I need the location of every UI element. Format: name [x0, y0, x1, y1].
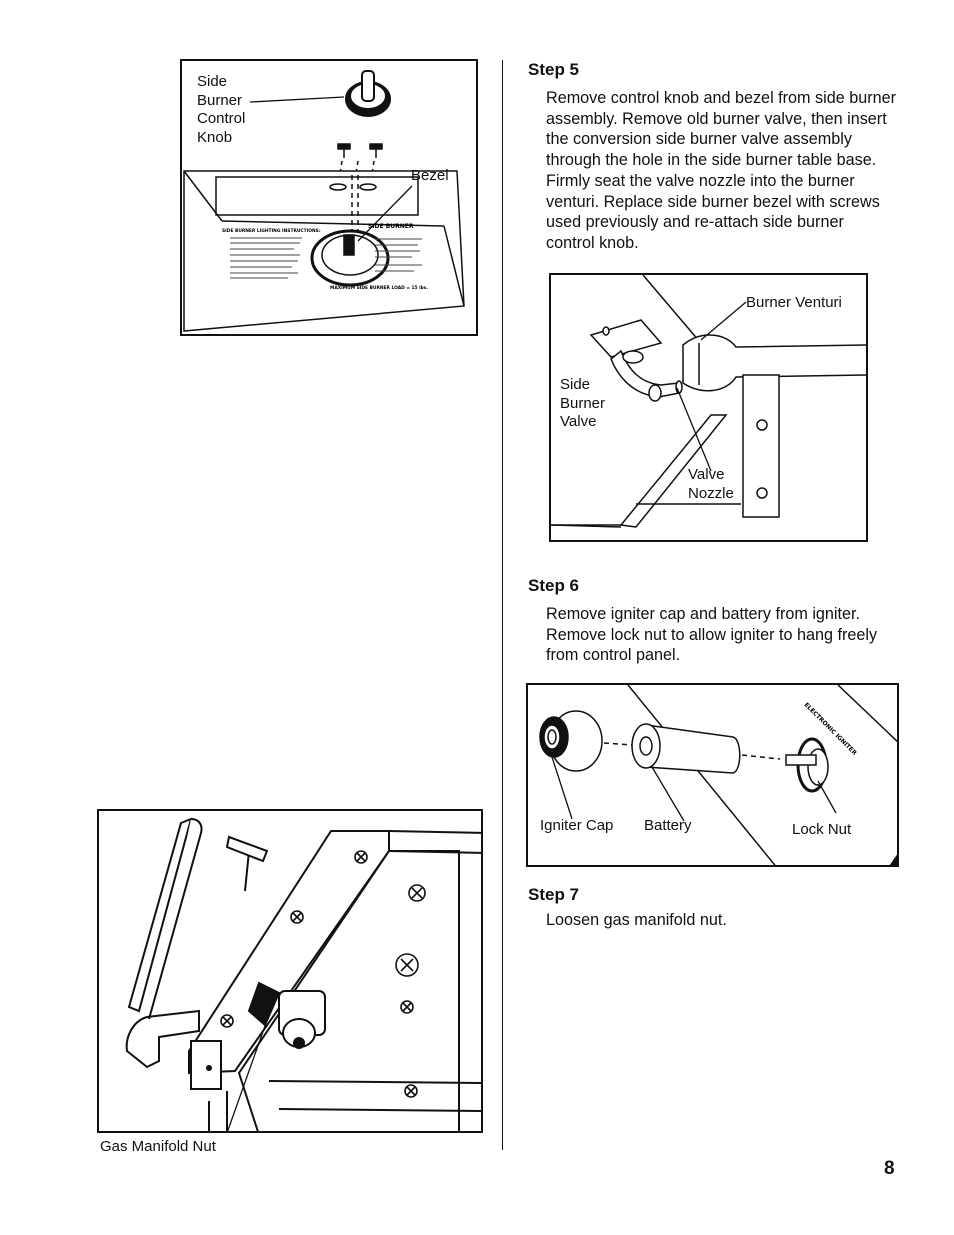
column-divider — [502, 60, 503, 1150]
step-6-title: Step 6 — [528, 576, 580, 595]
label-side-burner-control-knob: Side Burner Control Knob — [197, 73, 245, 147]
label-gas-manifold-nut: Gas Manifold Nut — [100, 1138, 216, 1155]
panel-side-burner-heading: SIDE BURNER — [368, 223, 414, 230]
step-7-body: Loosen gas manifold nut. — [546, 911, 727, 929]
label-knob-line: Knob — [197, 128, 233, 146]
burner-bracket — [742, 374, 780, 518]
label-knob-line: Control — [197, 110, 246, 127]
control-knob-drawing — [345, 70, 391, 117]
label-battery: Battery — [644, 817, 692, 834]
figure-gas-manifold — [97, 809, 483, 1133]
side-burner-table-drawing — [183, 170, 465, 332]
panel-instructions-heading: SIDE BURNER LIGHTING INSTRUCTIONS: — [222, 228, 321, 234]
label-valve-line: Burner — [560, 394, 606, 412]
gas-manifold-illustration — [125, 817, 481, 1131]
label-burner-venturi: Burner Venturi — [746, 294, 842, 311]
igniter-illustration: ELECTRONIC IGNITER — [539, 685, 897, 865]
grill-handle-drawing — [125, 1009, 200, 1069]
venturi-illustration — [551, 275, 866, 528]
label-valve-nozzle: Valve Nozzle — [688, 466, 734, 503]
figure-igniter: ELECTRONIC IGNITER Igniter Cap Battery L… — [526, 683, 899, 867]
figure-side-burner-knob: SIDE BURNER LIGHTING INSTRUCTIONS: SIDE … — [180, 59, 478, 336]
figure-burner-venturi: Burner Venturi Side Burner Valve Valve N… — [549, 273, 868, 542]
label-valve-line: Valve — [560, 413, 597, 430]
page-number: 8 — [884, 1158, 895, 1179]
lock-nut-drawing — [785, 737, 829, 793]
step-7-title: Step 7 — [528, 885, 580, 904]
panel-max-load: MAXIMUM SIDE BURNER LOAD = 15 lbs. — [330, 285, 428, 291]
side-burner-valve-drawing — [589, 319, 663, 358]
label-nozzle-line: Valve — [688, 466, 725, 483]
panel-instruction-lines — [230, 237, 422, 279]
step-5-title: Step 5 — [528, 60, 580, 79]
label-bezel: Bezel — [411, 167, 449, 184]
igniter-cap-drawing — [539, 710, 603, 772]
label-igniter-cap: Igniter Cap — [540, 817, 614, 834]
label-lock-nut: Lock Nut — [792, 821, 852, 838]
valve-stem-drawing — [225, 835, 269, 863]
bezel-screws-drawing — [337, 143, 383, 174]
step-5-body: Remove control knob and bezel from side … — [546, 89, 897, 252]
label-nozzle-line: Nozzle — [688, 484, 734, 502]
panel-screws-drawing — [220, 850, 426, 1098]
gas-manifold-nut-drawing — [247, 981, 326, 1049]
label-knob-line: Burner — [197, 91, 243, 109]
burner-venturi-drawing — [682, 334, 866, 392]
label-side-burner-valve: Side Burner Valve — [560, 376, 605, 432]
battery-drawing — [631, 723, 741, 774]
label-knob-line: Side — [197, 73, 228, 90]
step-6-body: Remove igniter cap and battery from igni… — [546, 605, 878, 665]
label-valve-line: Side — [560, 376, 591, 393]
side-burner-illustration: SIDE BURNER LIGHTING INSTRUCTIONS: SIDE … — [183, 70, 465, 332]
